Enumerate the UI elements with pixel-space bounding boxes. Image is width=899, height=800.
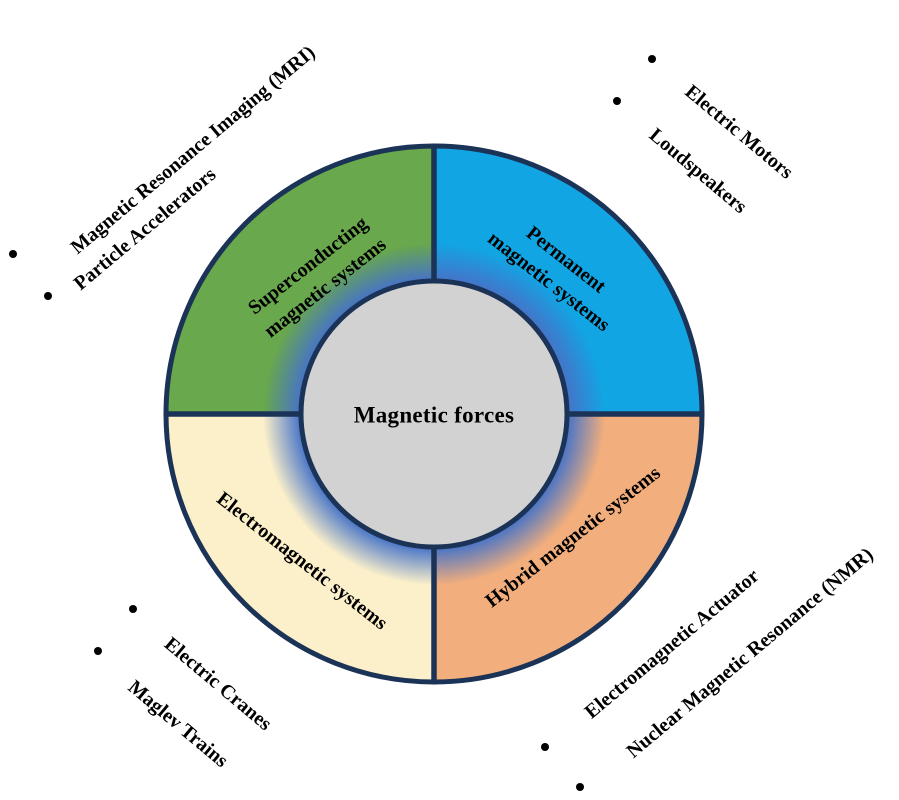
center-label: Magnetic forces <box>354 403 515 428</box>
bullet-dot-particle-accelerators <box>44 292 52 300</box>
bullet-dot-electromagnetic-actuator <box>541 743 549 751</box>
bullet-dot-maglev-trains <box>94 647 102 655</box>
bullet-dot-nmr <box>576 783 584 791</box>
bullet-dot-electric-motors <box>648 55 656 63</box>
bullet-dot-loudspeakers <box>613 97 621 105</box>
bullet-dot-mri <box>9 250 17 258</box>
bullet-dot-electric-cranes <box>129 605 137 613</box>
center-circle <box>298 278 570 550</box>
